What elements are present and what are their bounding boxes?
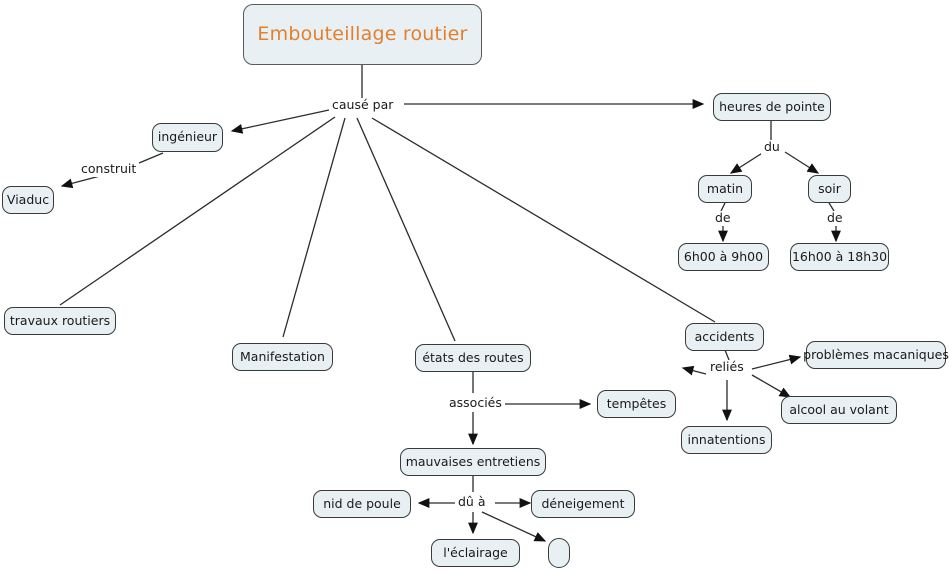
link-label-cause-par: causé par: [329, 98, 397, 113]
node-manifestation[interactable]: Manifestation: [232, 343, 333, 371]
node-accidents[interactable]: accidents: [685, 323, 764, 351]
edge-hub-etats: [356, 117, 456, 342]
link-label-de-soir: de: [824, 211, 846, 226]
edge-soir-de: [828, 202, 835, 212]
node-title[interactable]: Embouteillage routier: [243, 4, 482, 65]
edge-hub-travaux: [59, 116, 336, 306]
node-matin-plage[interactable]: 6h00 à 9h00: [678, 243, 769, 271]
node-etats-des-routes[interactable]: états des routes: [415, 344, 531, 372]
node-innatentions[interactable]: innatentions: [681, 426, 772, 454]
node-nid-de-poule[interactable]: nid de poule: [313, 490, 411, 518]
node-empty-placeholder[interactable]: [548, 538, 570, 568]
edge-matin-de: [720, 202, 726, 212]
link-label-du-a: dû à: [455, 495, 489, 510]
edge-dua-empty: [481, 511, 547, 542]
link-label-relies: reliés: [707, 360, 747, 375]
edge-du-soir: [784, 151, 820, 174]
node-eclairage[interactable]: l'éclairage: [431, 539, 520, 567]
edge-hub-ingenieur: [230, 109, 330, 134]
node-alcool-au-volant[interactable]: alcool au volant: [781, 396, 897, 424]
node-travaux-routiers[interactable]: travaux routiers: [4, 307, 116, 335]
node-problemes-macaniques[interactable]: problèmes macaniques: [803, 341, 949, 369]
node-deneigement[interactable]: déneigement: [531, 490, 635, 518]
link-label-de-matin: de: [712, 211, 734, 226]
edge-hub-accidents: [371, 117, 716, 323]
edge-relies-alcool: [751, 374, 792, 398]
link-label-construit: construit: [78, 162, 140, 177]
edge-hub-manifestation: [282, 117, 346, 338]
edge-du-matin: [729, 151, 765, 174]
node-soir-plage[interactable]: 16h00 à 18h30: [790, 243, 889, 271]
link-label-du: du: [761, 140, 783, 155]
node-tempetes[interactable]: tempêtes: [597, 390, 676, 418]
edge-relies-tempetes: [681, 365, 707, 376]
node-soir[interactable]: soir: [808, 175, 851, 203]
edge-ingenieur-construit: [138, 152, 164, 164]
node-viaduc[interactable]: Viaduc: [2, 186, 54, 214]
node-ingenieur[interactable]: ingénieur: [152, 123, 223, 152]
node-matin[interactable]: matin: [698, 175, 752, 203]
edge-accidents-relies: [724, 349, 730, 361]
link-label-associes: associés: [446, 396, 505, 411]
edge-relies-problemes: [751, 354, 802, 370]
node-mauvaises-entretiens[interactable]: mauvaises entretiens: [400, 448, 546, 476]
node-heures-de-pointe[interactable]: heures de pointe: [713, 93, 831, 121]
